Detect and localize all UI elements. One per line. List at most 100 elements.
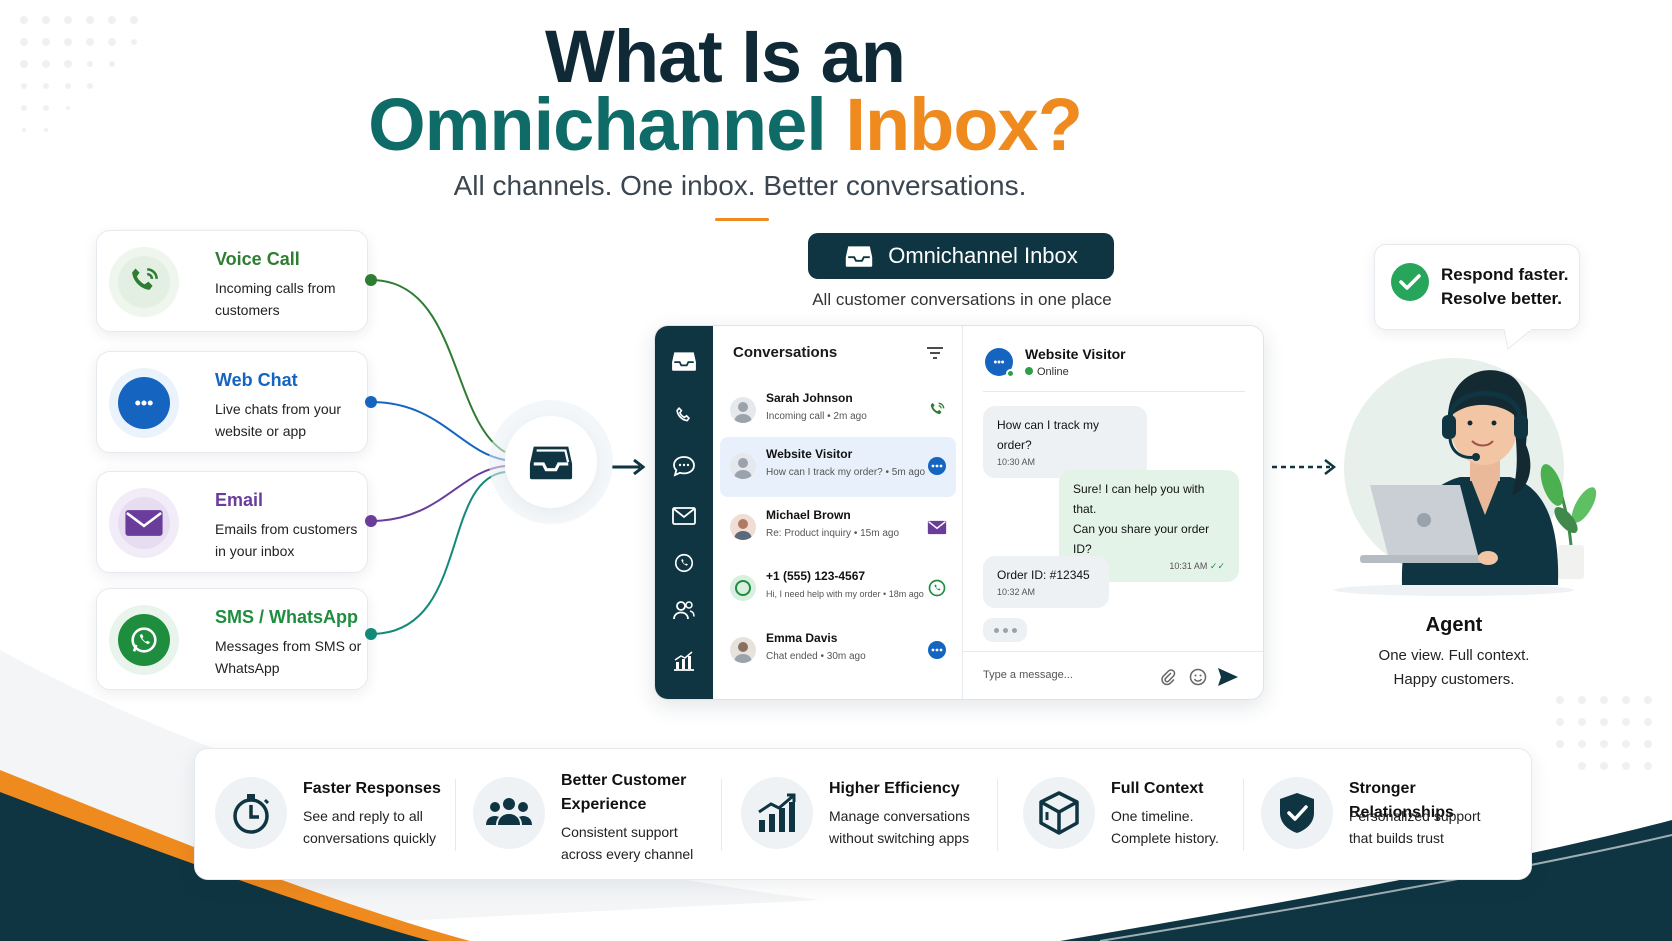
conversation-preview: Chat ended • 30m ago — [766, 651, 866, 662]
speech-line2: Resolve better. — [1441, 289, 1562, 308]
phone-icon[interactable] — [669, 401, 699, 431]
benefit-title: Faster Responses — [303, 780, 441, 797]
inbox-icon[interactable] — [669, 346, 699, 376]
benefit-title: Full Context — [1111, 780, 1204, 797]
inbox-subtitle: All customer conversations in one place — [812, 290, 1112, 309]
avatar — [730, 575, 756, 601]
message-composer: Type a message... — [963, 651, 1263, 699]
attachment-icon[interactable] — [1157, 666, 1179, 688]
conversations-heading: Conversations — [733, 344, 838, 361]
stopwatch-icon — [215, 777, 287, 849]
chat-bubble-icon — [109, 368, 179, 438]
message-time: 10:31 AM ✓✓ — [1073, 559, 1225, 573]
benefit-customer-experience: Better Customer Experience Consistent su… — [473, 749, 713, 881]
divider — [721, 779, 722, 851]
channel-name: SMS / WhatsApp — [215, 607, 358, 627]
contacts-icon[interactable] — [669, 595, 699, 625]
avatar — [730, 453, 756, 479]
conversation-preview: How can I track my order? • 5m ago — [766, 467, 926, 478]
title-inbox: Inbox? — [845, 83, 1083, 166]
channel-card-webchat: Web Chat Live chats from your website or… — [96, 351, 368, 453]
agent-speech-bubble: Respond faster. Resolve better. — [1374, 244, 1580, 330]
conversation-name: Emma Davis — [766, 631, 838, 645]
chat-bubble-icon — [926, 455, 948, 477]
benefit-desc: Personalized support — [1349, 808, 1481, 824]
benefit-desc: Consistent support — [561, 824, 678, 840]
whatsapp-icon — [109, 605, 179, 675]
conversation-item[interactable]: Emma Davis Chat ended • 30m ago — [720, 621, 956, 681]
benefit-title: Better Customer — [561, 772, 687, 789]
divider — [455, 779, 456, 851]
inbox-label-text: Omnichannel Inbox — [888, 243, 1078, 268]
title-omnichannel: Omnichannel — [368, 83, 827, 166]
speech-line1: Respond faster. — [1441, 265, 1569, 284]
benefit-desc: See and reply to all — [303, 808, 423, 824]
message-text: Can you share your order ID? — [1073, 522, 1210, 556]
agent-sub-line2: Happy customers. — [1393, 671, 1515, 688]
filter-icon[interactable] — [926, 346, 944, 365]
typing-indicator — [983, 618, 1027, 642]
online-indicator — [1006, 369, 1015, 378]
connector-dot-webchat — [365, 396, 377, 408]
avatar — [730, 637, 756, 663]
omnichannel-inbox-label: Omnichannel Inbox — [808, 233, 1114, 279]
divider — [1243, 779, 1244, 851]
title-underline — [715, 218, 769, 221]
message-incoming: How can I track my order? 10:30 AM — [983, 406, 1147, 478]
benefit-desc: without switching apps — [829, 830, 970, 846]
page-title-line1: What Is an — [544, 15, 906, 98]
connector-dot-voice — [365, 274, 377, 286]
agent-sub-line1: One view. Full context. — [1378, 647, 1530, 664]
message-incoming: Order ID: #12345 10:32 AM — [983, 556, 1109, 608]
chat-bubble-icon — [926, 639, 948, 661]
chat-bubble-icon[interactable] — [669, 451, 699, 481]
inbox-tray-icon — [846, 246, 873, 267]
double-check-icon: ✓✓ — [1209, 561, 1225, 571]
message-text: How can I track my order? — [997, 418, 1100, 452]
phone-icon — [926, 399, 948, 421]
envelope-icon — [926, 516, 948, 538]
envelope-icon[interactable] — [669, 501, 699, 531]
whatsapp-icon[interactable] — [669, 548, 699, 578]
page-title-line2: Omnichannel Inbox? — [0, 82, 1450, 167]
channel-name: Voice Call — [215, 249, 300, 269]
conversation-item[interactable]: Sarah Johnson Incoming call • 2m ago — [720, 381, 956, 441]
benefit-title: Higher Efficiency — [829, 780, 960, 797]
channel-desc: Live chats from your website or app — [215, 401, 342, 439]
avatar — [730, 397, 756, 423]
conversation-item[interactable]: +1 (555) 123-4567 Hi, I need help with m… — [720, 559, 956, 619]
growth-chart-icon — [741, 777, 813, 849]
conversation-preview: Incoming call • 2m ago — [766, 411, 867, 422]
message-time: 10:32 AM — [997, 587, 1036, 597]
send-icon[interactable] — [1217, 666, 1239, 688]
users-icon — [473, 777, 545, 849]
chat-contact-status: Online — [1025, 366, 1069, 378]
whatsapp-icon — [926, 577, 948, 599]
message-input[interactable]: Type a message... — [983, 669, 1073, 681]
channel-card-voice: Voice Call Incoming calls from customers — [96, 230, 368, 332]
channel-name: Email — [215, 490, 264, 510]
emoji-icon[interactable] — [1187, 666, 1209, 688]
benefit-desc: Complete history. — [1111, 830, 1219, 846]
benefit-desc: One timeline. — [1111, 808, 1194, 824]
checkmark-icon — [1391, 263, 1429, 301]
conversation-item[interactable]: Michael Brown Re: Product inquiry • 15m … — [720, 498, 956, 558]
benefit-faster-responses: Faster Responses See and reply to all co… — [215, 749, 445, 881]
conversation-name: +1 (555) 123-4567 — [766, 569, 866, 583]
benefit-desc: that builds trust — [1349, 830, 1444, 846]
conversation-preview: Hi, I need help with my order • 18m ago — [766, 589, 924, 599]
channel-desc: Incoming calls from customers — [215, 280, 336, 318]
agent-subtitle: One view. Full context. Happy customers. — [1334, 644, 1574, 692]
chat-contact-name: Website Visitor — [1025, 346, 1126, 362]
message-time: 10:30 AM — [997, 457, 1036, 467]
analytics-icon[interactable] — [669, 646, 699, 676]
message-time-value: 10:31 AM — [1169, 561, 1208, 571]
speech-tail — [1504, 329, 1533, 350]
inbox-hub — [505, 416, 597, 508]
conversation-item-active[interactable]: Website Visitor How can I track my order… — [720, 437, 956, 497]
benefit-desc: across every channel — [561, 846, 694, 862]
channel-desc: Emails from customers in your inbox — [215, 521, 358, 559]
inbox-app-window: Conversations Sarah Johnson Incoming cal… — [654, 325, 1264, 700]
conversation-name: Michael Brown — [766, 508, 851, 522]
page-subtitle: All channels. One inbox. Better conversa… — [453, 170, 1027, 201]
